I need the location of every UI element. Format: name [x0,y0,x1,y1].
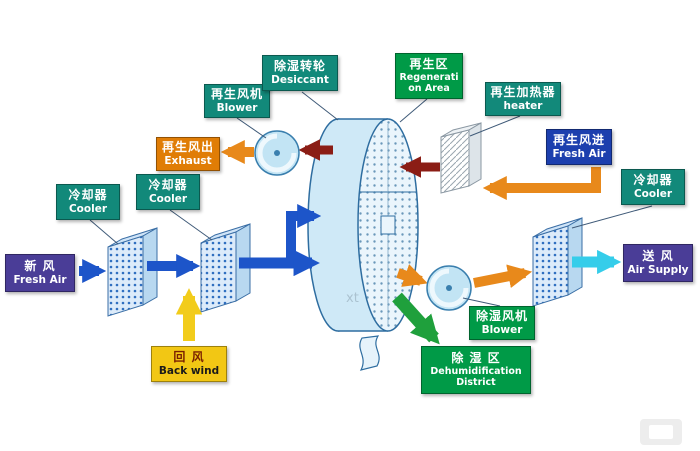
label-dehumid-district-zh: 除 湿 区 [451,351,501,366]
label-dehumid-district: 除 湿 区 Dehumidification District [421,346,531,394]
cooler-block-3 [532,217,583,307]
label-back-wind-zh: 回 风 [173,350,205,365]
label-regen-fresh-air-zh: 再生风进 [552,133,605,148]
label-cooler-2-en: Cooler [148,192,188,205]
label-regen-fresh-air-en: Fresh Air [552,147,606,160]
label-regen-blower-en: Blower [216,101,258,114]
label-cooler-3-en: Cooler [633,187,673,200]
label-exhaust-zh: 再生风出 [161,140,214,155]
label-dehumid-blower-zh: 除湿风机 [475,309,528,324]
label-air-supply: 送 风 Air Supply [623,244,693,282]
dehumid-district-arrow [392,292,440,345]
label-exhaust-en: Exhaust [164,154,212,167]
label-air-supply-en: Air Supply [627,263,689,276]
label-dehumid-blower-en: Blower [481,323,523,336]
regen-fresh-air-arrow [482,167,601,201]
label-cooler-1-zh: 冷却器 [68,188,108,203]
label-fresh-air-inlet-en: Fresh Air [13,273,67,286]
label-regeneration-area: 再生区 Regeneration Area [395,53,463,99]
label-air-supply-zh: 送 风 [642,249,674,264]
label-fresh-air-inlet: 新 风 Fresh Air [5,254,75,292]
label-regeneration-area-zh: 再生区 [409,57,449,72]
label-cooler-1: 冷却器 Cooler [56,184,120,220]
label-regen-blower: 再生风机 Blower [204,84,270,118]
label-fresh-air-inlet-zh: 新 风 [24,259,56,274]
regen-blower-fan [254,130,300,176]
label-cooler-3: 冷却器 Cooler [621,169,685,205]
corner-watermark [640,419,682,445]
wheel-to-fan-arrow [396,264,428,287]
label-cooler-3-zh: 冷却器 [633,173,673,188]
label-dehumid-district-en: Dehumidification District [430,365,522,389]
wheel-sheet-icon [359,335,380,371]
label-cooler-1-en: Cooler [68,202,108,215]
label-regen-heater-zh: 再生加热器 [490,85,556,100]
label-regen-fresh-air: 再生风进 Fresh Air [546,129,612,165]
label-regen-heater-en: heater [503,99,543,112]
leader-lines [89,91,653,307]
label-desiccant-wheel-en: Desiccant [271,73,329,86]
label-desiccant-wheel: 除湿转轮 Desiccant [262,55,338,91]
wheel-hub [380,215,396,235]
dehumid-blower-fan [426,265,472,311]
process-air-arrows [79,203,322,284]
desiccant-wheel [307,118,419,371]
label-regen-blower-zh: 再生风机 [210,87,263,102]
label-exhaust: 再生风出 Exhaust [156,137,220,171]
orange-arrows [220,139,601,289]
label-cooler-2: 冷却器 Cooler [136,174,200,210]
fan-to-cooler-arrow [473,264,533,289]
label-regen-heater: 再生加热器 heater [485,82,561,116]
label-dehumid-blower: 除湿风机 Blower [469,306,535,340]
label-regeneration-area-en: Regeneration Area [399,71,459,95]
cooler-block-2 [200,223,251,313]
label-cooler-2-zh: 冷却器 [148,178,188,193]
heater-block [440,122,482,194]
label-back-wind-en: Back wind [158,364,220,377]
watermark-text: xt [346,291,359,306]
regen-air-arrows [298,139,440,178]
label-back-wind: 回 风 Back wind [151,346,227,382]
label-desiccant-wheel-zh: 除湿转轮 [273,59,326,74]
